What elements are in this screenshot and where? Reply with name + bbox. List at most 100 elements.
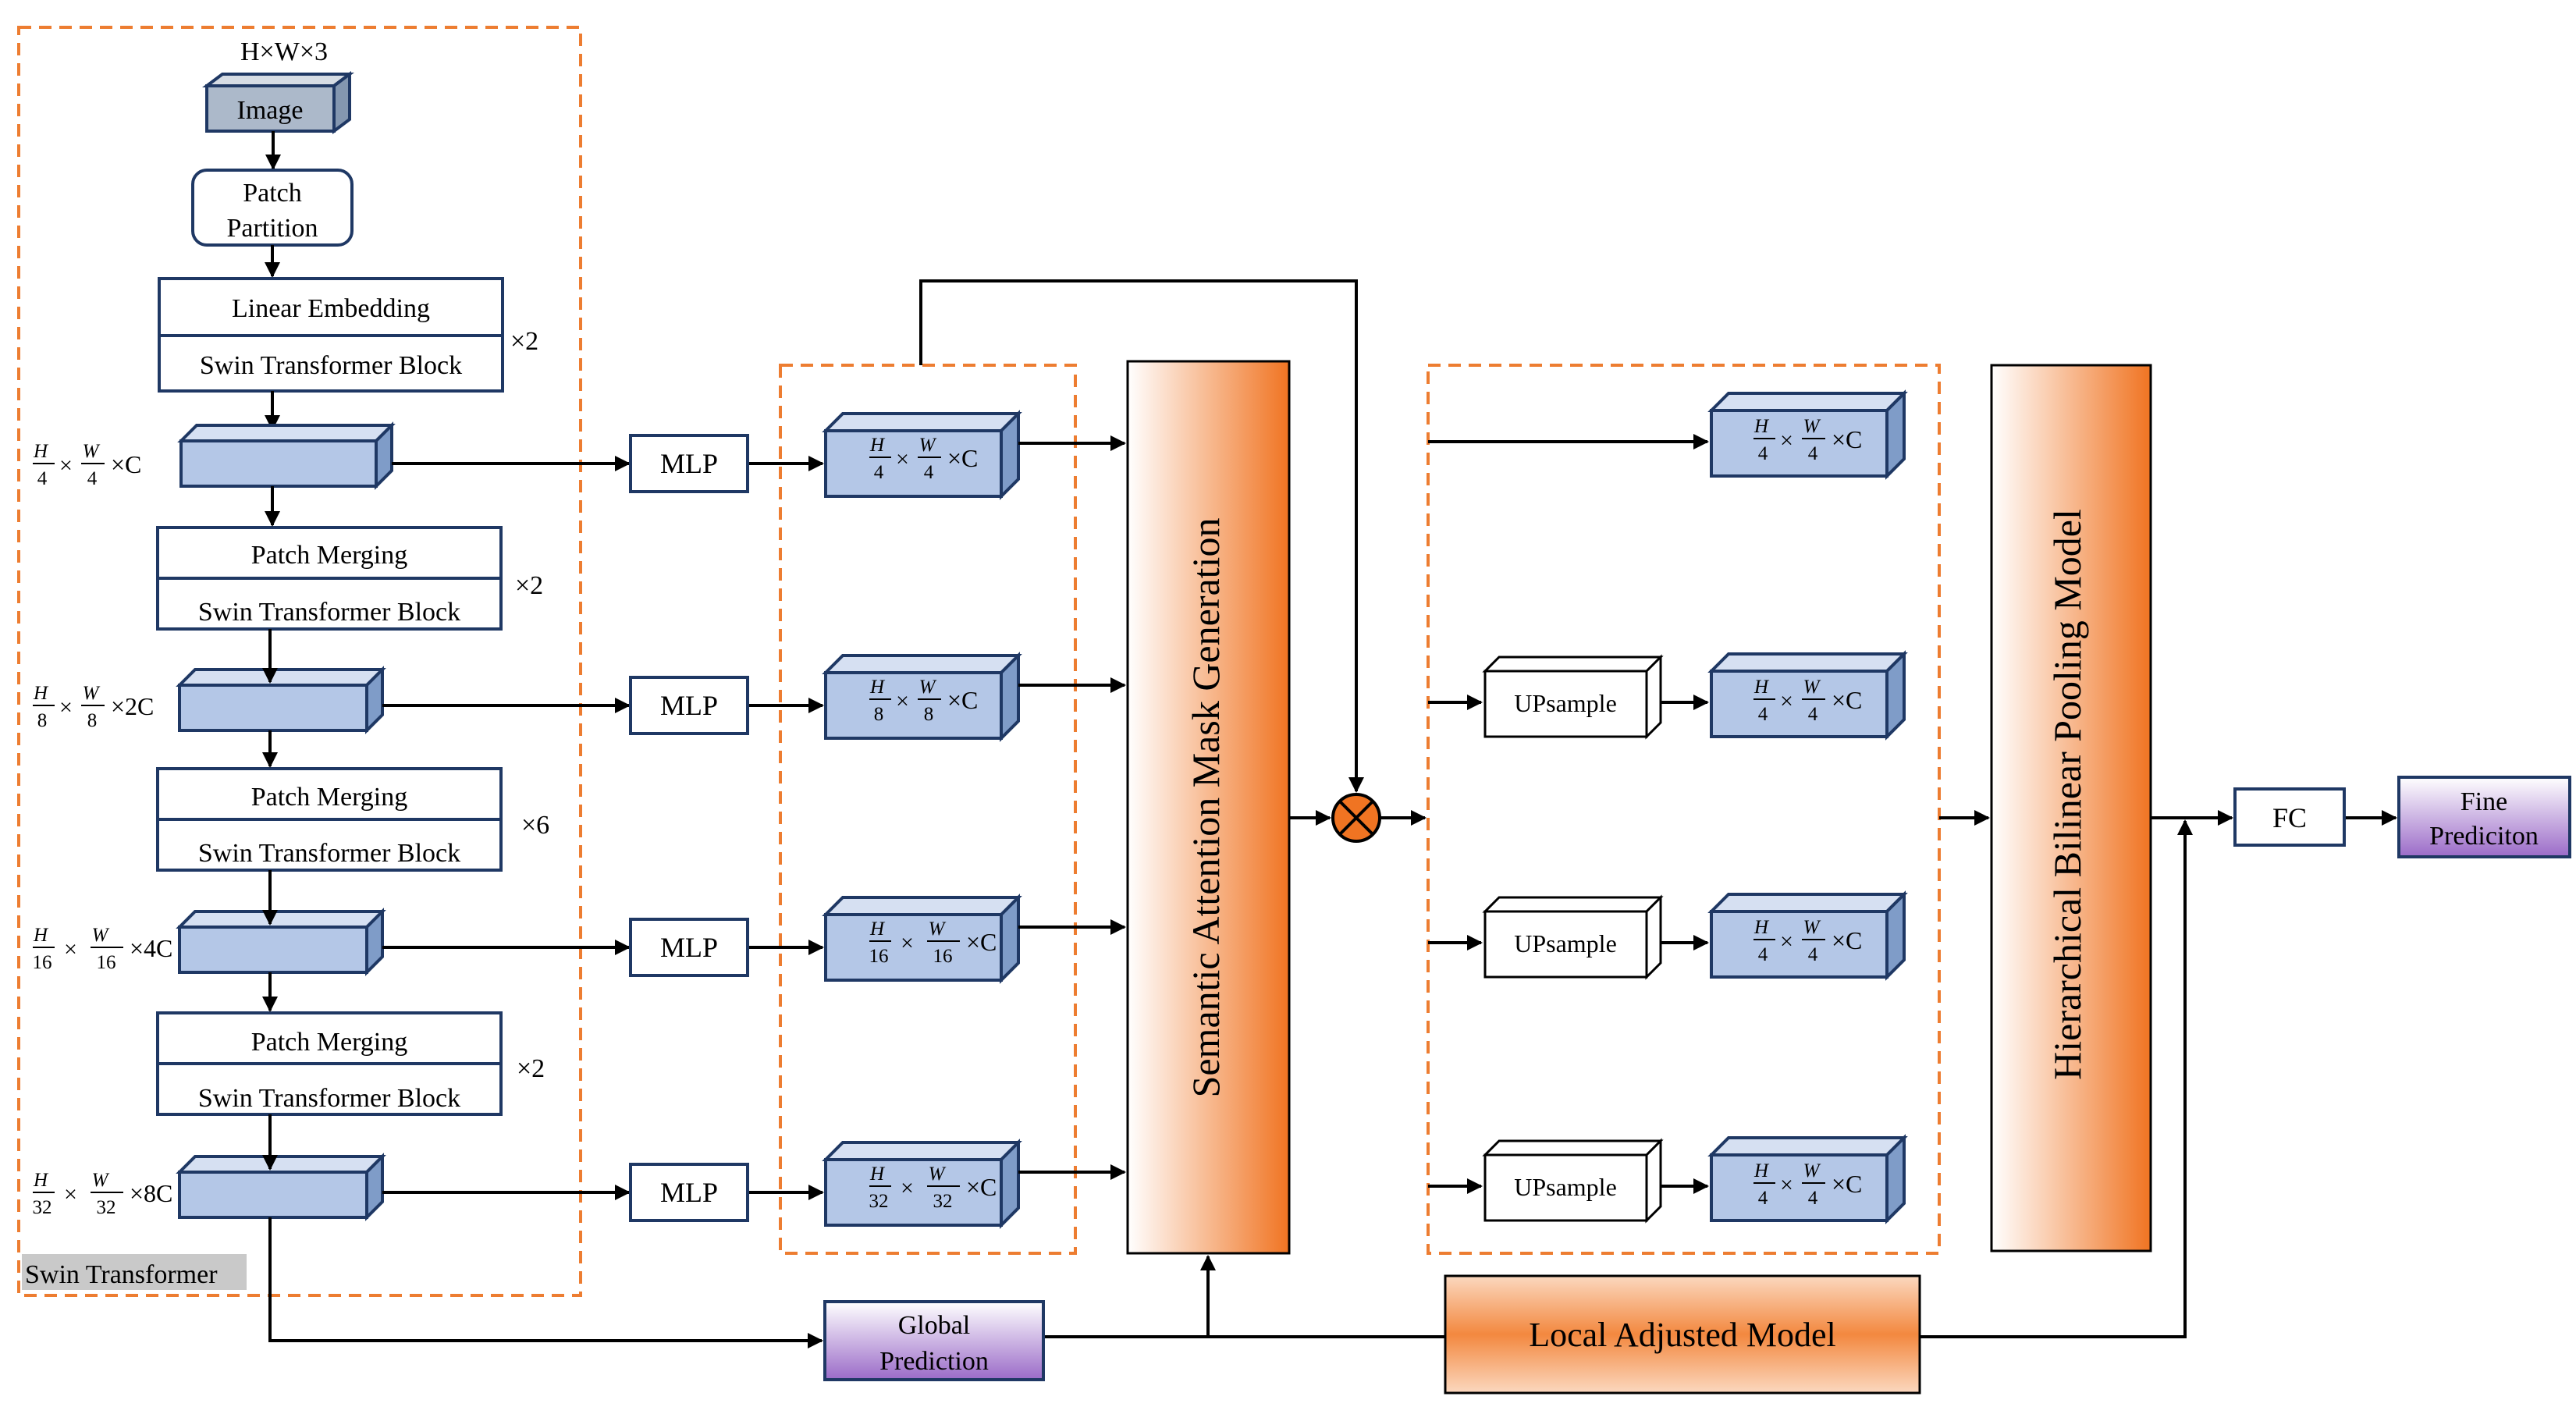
mlp-output-dim-label-1-h: H	[869, 435, 886, 456]
stage3-dim-label-times: ×	[64, 936, 77, 962]
stage4-dim-label-h: H	[33, 1170, 49, 1191]
mlp-output-dim-label-3-hd: 16	[869, 946, 889, 967]
mlp-label-2: MLP	[660, 690, 718, 721]
stage1-feature-cube	[177, 421, 396, 490]
stage4-dim-label: H32×W32×8C	[33, 1170, 173, 1218]
stage3-feature-cube	[176, 908, 386, 976]
semantic-attention-label: Semantic Attention Mask Generation	[1184, 518, 1228, 1098]
stage1-dim-label-w: W	[83, 441, 101, 462]
stage3-patch-merging-label: Patch Merging	[251, 783, 408, 812]
upsample-output-dim-label-1-wd: 4	[1808, 443, 1818, 464]
hierarchical-pooling-block: Hierarchical Bilinear Pooling Model	[1990, 364, 2152, 1252]
hierarchical-pooling-label: Hierarchical Bilinear Pooling Model	[2045, 509, 2089, 1080]
upsample-output-dim-label-1: H4×W4×C	[1753, 416, 1862, 464]
stage4-block: Patch Merging Swin Transformer Block ×2	[156, 1011, 545, 1116]
stage2-patch-merging-label: Patch Merging	[251, 541, 408, 570]
upsample-output-cube-1	[1707, 389, 1908, 480]
mlp-label-1: MLP	[660, 448, 718, 479]
stage2-block: Patch Merging Swin Transformer Block ×2	[156, 526, 543, 631]
patch-partition-label-1: Patch	[243, 179, 302, 208]
local-adjusted-model-label: Local Adjusted Model	[1529, 1316, 1836, 1354]
upsample-output-dim-label-3-h: H	[1753, 917, 1770, 938]
stage4-dim-label-times: ×	[64, 1181, 77, 1207]
stage1-dim-label: H4×W4×C	[33, 441, 141, 489]
upsample-output-dim-label-3-w: W	[1803, 917, 1821, 938]
stage4-feature-cube	[176, 1153, 386, 1221]
upsample-output-dim-label-2-w: W	[1803, 677, 1821, 698]
stage2-feature-cube	[176, 666, 386, 734]
swin-transformer-group	[17, 26, 582, 1297]
stage3-repeat: ×6	[521, 811, 549, 840]
mlp-output-dim-label-4-times: ×	[901, 1175, 914, 1201]
upsample-output-dim-label-3-wd: 4	[1808, 944, 1818, 965]
mlp-output-dim-label-2: H8×W8×C	[869, 677, 978, 725]
mlp-output-dim-label-4-suffix: ×C	[966, 1173, 997, 1201]
image-label: Image	[237, 96, 304, 125]
stage2-dim-label-h: H	[33, 683, 49, 704]
stage2-dim-label-times: ×	[59, 695, 73, 720]
mlp-output-dim-label-3-wd: 16	[933, 946, 953, 967]
mlp-output-dim-label-4-w: W	[929, 1164, 947, 1185]
stage1-dim-label-h: H	[33, 441, 49, 462]
upsample-label-2: UPsample	[1514, 689, 1617, 717]
upsample-output-dim-label-1-h: H	[1753, 416, 1770, 437]
stage2-dim-label-wd: 8	[87, 710, 98, 731]
mlp-label-3: MLP	[660, 932, 718, 963]
mlp-output-dim-label-4-hd: 32	[869, 1191, 889, 1212]
upsample-output-dim-label-1-times: ×	[1780, 428, 1793, 453]
upsample-output-dim-label-2-times: ×	[1780, 688, 1793, 714]
upsample-output-cube-2	[1707, 650, 1908, 741]
fine-prediction-label-1: Fine	[2461, 787, 2507, 816]
upsample-output-dim-label-1-w: W	[1803, 416, 1821, 437]
upsample-output-dim-label-3-hd: 4	[1758, 944, 1768, 965]
arrow-local-adjusted-to-fc	[1920, 819, 2193, 1338]
mlp-output-dim-label-4-h: H	[869, 1164, 886, 1185]
mlp-output-dim-label-3-h: H	[869, 918, 886, 940]
mlp-output-dim-label-2-hd: 8	[874, 704, 884, 725]
upsample-label-4: UPsample	[1514, 1173, 1617, 1201]
linear-embedding-label: Linear Embedding	[232, 294, 430, 323]
upsample-box-2: UPsample	[1482, 654, 1664, 740]
upsample-box-3: UPsample	[1482, 894, 1664, 980]
mlp-output-dim-label-1-hd: 4	[874, 462, 884, 483]
stage4-dim-label-w: W	[92, 1170, 110, 1191]
mlp-output-dim-label-2-wd: 8	[924, 704, 934, 725]
stage2-dim-label-suffix: ×2C	[111, 692, 154, 720]
mlp-label-4: MLP	[660, 1177, 718, 1208]
upsample-output-dim-label-4-suffix: ×C	[1832, 1170, 1862, 1198]
mlp-output-group	[779, 364, 1077, 1255]
stage4-dim-label-hd: 32	[33, 1197, 52, 1218]
mlp-output-dim-label-1: H4×W4×C	[869, 435, 978, 483]
swin-transformer-label-bg	[22, 1254, 247, 1290]
stage4-dim-label-wd: 32	[97, 1197, 116, 1218]
mlp-output-dim-label-1-wd: 4	[924, 462, 934, 483]
upsample-output-dim-label-2-hd: 4	[1758, 704, 1768, 725]
swin-transformer-label: Swin Transformer	[25, 1260, 218, 1289]
connectors	[262, 279, 2397, 1348]
input-shape-label: H×W×3	[240, 37, 328, 66]
mlp-box-4: MLP	[629, 1163, 749, 1222]
stage2-swin-block-label: Swin Transformer Block	[198, 598, 460, 627]
stage1-repeat: ×2	[510, 327, 538, 356]
stage2-dim-label: H8×W8×2C	[33, 683, 154, 731]
stage2-dim-label-w: W	[83, 683, 101, 704]
stage3-dim-label: H16×W16×4C	[33, 925, 173, 973]
dimension-labels: H4×W4×CH8×W8×2CH16×W16×4CH32×W32×8CH4×W4…	[33, 416, 1863, 1218]
stage1-dim-label-times: ×	[59, 453, 73, 478]
mlp-box-3: MLP	[629, 918, 749, 977]
stage1-dim-label-hd: 4	[37, 468, 48, 489]
mlp-output-dim-label-3-times: ×	[901, 930, 914, 956]
mlp-output-cube-3	[822, 894, 1022, 984]
upsample-output-dim-label-3-suffix: ×C	[1832, 926, 1862, 954]
stage3-block: Patch Merging Swin Transformer Block ×6	[156, 767, 549, 872]
mlp-box-1: MLP	[629, 434, 749, 493]
stage3-swin-block-label: Swin Transformer Block	[198, 839, 460, 868]
mlp-output-cube-4	[822, 1139, 1022, 1229]
mlp-output-dim-label-1-w: W	[919, 435, 937, 456]
stage1-dim-label-wd: 4	[87, 468, 98, 489]
skip-connection-to-multiply	[919, 279, 1364, 793]
upsample-label-3: UPsample	[1514, 929, 1617, 958]
mlp-output-dim-label-1-suffix: ×C	[947, 444, 978, 472]
upsample-output-dim-label-4: H4×W4×C	[1753, 1160, 1862, 1209]
